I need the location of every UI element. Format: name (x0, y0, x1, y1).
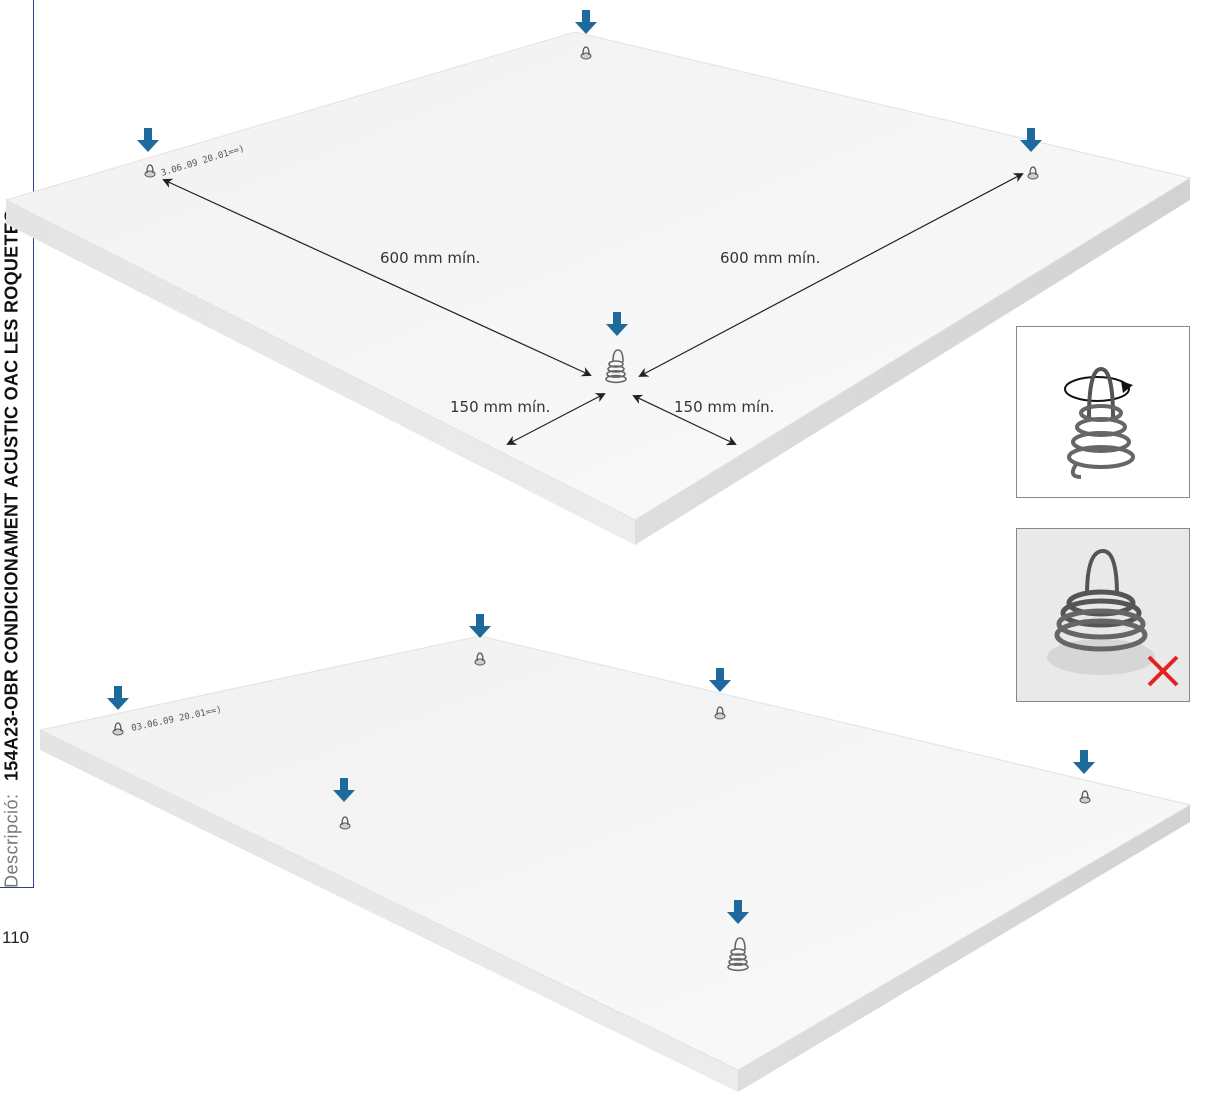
top-panel (4, 31, 1192, 545)
inset-incorrect-installation (1016, 528, 1190, 702)
down-arrow-icon (1073, 750, 1095, 774)
page-number: 110 (2, 928, 30, 947)
down-arrow-icon (575, 10, 597, 34)
down-arrow-icon (709, 668, 731, 692)
dimension-lines (162, 173, 1024, 446)
sidebar: Descripció: 154A23-OBR CONDICIONAMENT AC… (0, 0, 34, 888)
dimension-label-left-diagonal: 600 mm mín. (380, 249, 480, 267)
spring-hanger-icon (1064, 366, 1135, 479)
bottom-panel (38, 635, 1192, 1092)
inset-correct-installation (1016, 326, 1190, 498)
down-arrow-icon (137, 128, 159, 152)
spring-hanger-icon (1047, 548, 1179, 687)
down-arrow-icon (469, 614, 491, 638)
cross-icon (1147, 655, 1179, 687)
dimension-label-left-edge: 150 mm mín. (450, 398, 550, 416)
down-arrow-icon (107, 686, 129, 710)
rotate-icon (1064, 376, 1133, 402)
dimension-label-right-diagonal: 600 mm mín. (720, 249, 820, 267)
dimension-label-right-edge: 150 mm mín. (674, 398, 774, 416)
